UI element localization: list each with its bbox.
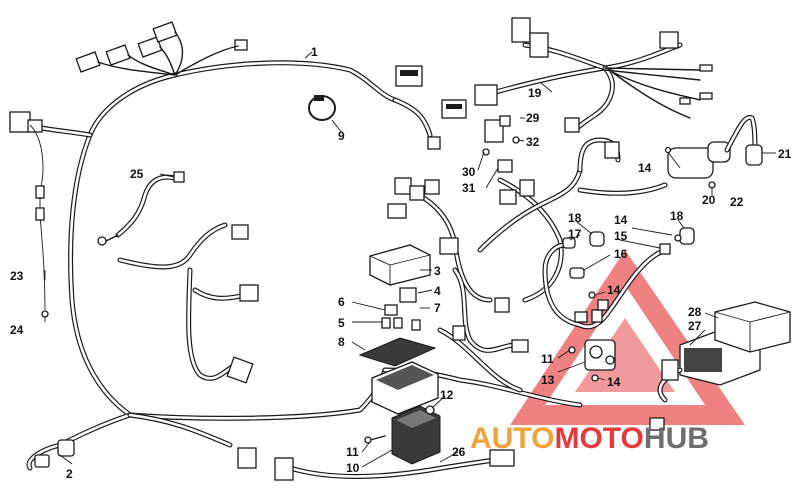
callout-20: 20 xyxy=(702,193,716,207)
part-13-relay-assembly xyxy=(568,291,616,382)
callout-21: 21 xyxy=(778,147,792,161)
callout-23: 23 xyxy=(10,269,24,283)
callout-16: 16 xyxy=(614,247,628,261)
connector-group-top-center xyxy=(395,65,467,150)
part-8-fuse-block xyxy=(358,337,437,367)
part-29-bracket xyxy=(484,115,511,143)
part-15-terminal xyxy=(659,243,671,255)
part-6-fuse xyxy=(384,304,398,316)
callout-17: 17 xyxy=(568,227,582,241)
part-2-ground-cable xyxy=(26,439,75,471)
part-21-connector xyxy=(745,144,763,166)
callouts: 1 2 3 4 5 6 7 8 9 10 11 11 12 13 14 14 1… xyxy=(10,45,792,481)
watermark-moto: MOTO xyxy=(554,422,643,455)
part-28-cover xyxy=(714,301,791,353)
callout-32: 32 xyxy=(526,135,540,149)
callout-1: 1 xyxy=(311,45,318,59)
fuse-box-base xyxy=(371,361,439,415)
callout-18a: 18 xyxy=(568,211,582,225)
callout-3: 3 xyxy=(434,264,441,278)
connector-19-parts xyxy=(474,17,713,133)
part-17-terminal xyxy=(562,237,576,249)
callout-30: 30 xyxy=(462,165,476,179)
callout-2: 2 xyxy=(66,467,73,481)
part-31-relay xyxy=(497,159,513,173)
callout-5: 5 xyxy=(338,316,345,330)
callout-28: 28 xyxy=(688,305,702,319)
callout-14c: 14 xyxy=(607,283,621,297)
callout-24: 24 xyxy=(10,323,24,337)
part-20-solenoid xyxy=(667,115,758,179)
callout-14b: 14 xyxy=(614,213,628,227)
callout-18b: 18 xyxy=(670,209,684,223)
part-9-clamp xyxy=(308,95,336,121)
watermark-auto: AUTO xyxy=(470,422,554,455)
part-26-cable xyxy=(274,449,515,481)
callout-13: 13 xyxy=(541,373,555,387)
callout-29: 29 xyxy=(526,111,540,125)
sub-harness-19 xyxy=(482,42,701,133)
part-5-fuse xyxy=(381,317,403,329)
callout-22: 22 xyxy=(730,195,744,209)
callout-6: 6 xyxy=(338,295,345,309)
part-30-screw xyxy=(482,148,490,156)
connector-group-left xyxy=(9,111,259,469)
callout-9: 9 xyxy=(338,129,345,143)
part-14-nut-b xyxy=(674,234,682,242)
part-22-screw xyxy=(708,181,716,189)
callout-7: 7 xyxy=(434,301,441,315)
connector-group-mid xyxy=(387,141,620,353)
callout-11a: 11 xyxy=(346,445,359,459)
part-10-regulator xyxy=(391,405,441,465)
callout-27: 27 xyxy=(688,319,702,333)
callout-26: 26 xyxy=(452,445,466,459)
part-18-boot-left xyxy=(589,231,605,247)
callout-8: 8 xyxy=(338,335,345,349)
connector-group-top-left xyxy=(75,21,248,76)
part-3-fuse-box-cover xyxy=(369,244,431,286)
leader-lines xyxy=(44,51,776,468)
watermark-hub: HUB xyxy=(644,422,709,455)
part-15-cable xyxy=(542,242,668,330)
part-18-boot-right xyxy=(679,227,695,245)
part-27-ecu xyxy=(649,329,761,431)
callout-19: 19 xyxy=(528,86,542,100)
part-14-screw-a xyxy=(664,146,672,154)
callout-12: 12 xyxy=(440,388,454,402)
part-11-screw-lower xyxy=(364,435,386,444)
callout-11b: 11 xyxy=(541,352,554,366)
callout-25: 25 xyxy=(130,167,144,181)
callout-4: 4 xyxy=(434,284,441,298)
part-7-fuse xyxy=(411,319,421,331)
callout-10: 10 xyxy=(346,461,360,475)
callout-14a: 14 xyxy=(638,161,652,175)
part-25-cable xyxy=(97,171,185,246)
part-4-relay xyxy=(399,287,417,303)
svg-text:AUTOMOTOHUB: AUTOMOTOHUB xyxy=(470,422,709,455)
watermark-text: AUTOMOTOHUB xyxy=(470,422,709,455)
callout-14d: 14 xyxy=(607,375,621,389)
part-16-terminal xyxy=(569,267,585,279)
callout-15: 15 xyxy=(614,229,628,243)
callout-31: 31 xyxy=(462,181,476,195)
